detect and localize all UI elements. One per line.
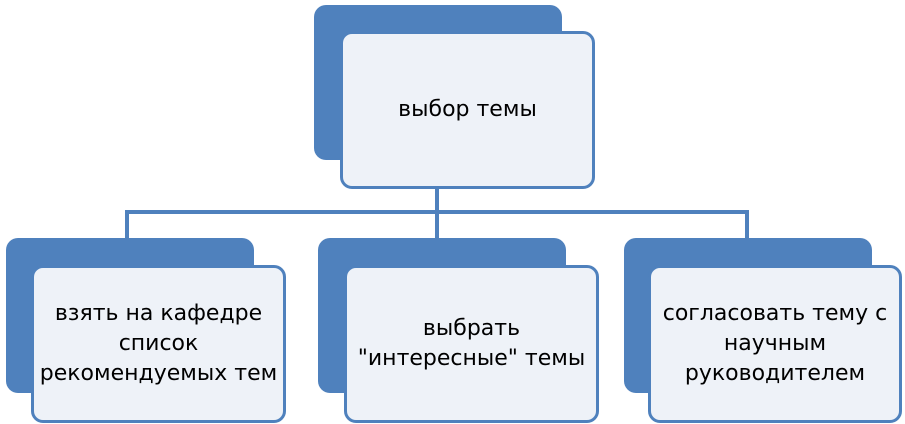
child-node-2-label: выбрать "интересные" темы <box>357 316 586 371</box>
child-node-1-label: взять на кафедре список рекомендуемых те… <box>39 301 278 386</box>
child-node-3: согласовать тему с научным руководителем <box>648 265 902 423</box>
top-node: выбор темы <box>340 31 595 189</box>
child-node-2: выбрать "интересные" темы <box>344 265 599 423</box>
child-node-1: взять на кафедре список рекомендуемых те… <box>31 265 286 423</box>
top-node-label: выбор темы <box>398 97 537 122</box>
child-node-3-label: согласовать тему с научным руководителем <box>662 301 888 386</box>
